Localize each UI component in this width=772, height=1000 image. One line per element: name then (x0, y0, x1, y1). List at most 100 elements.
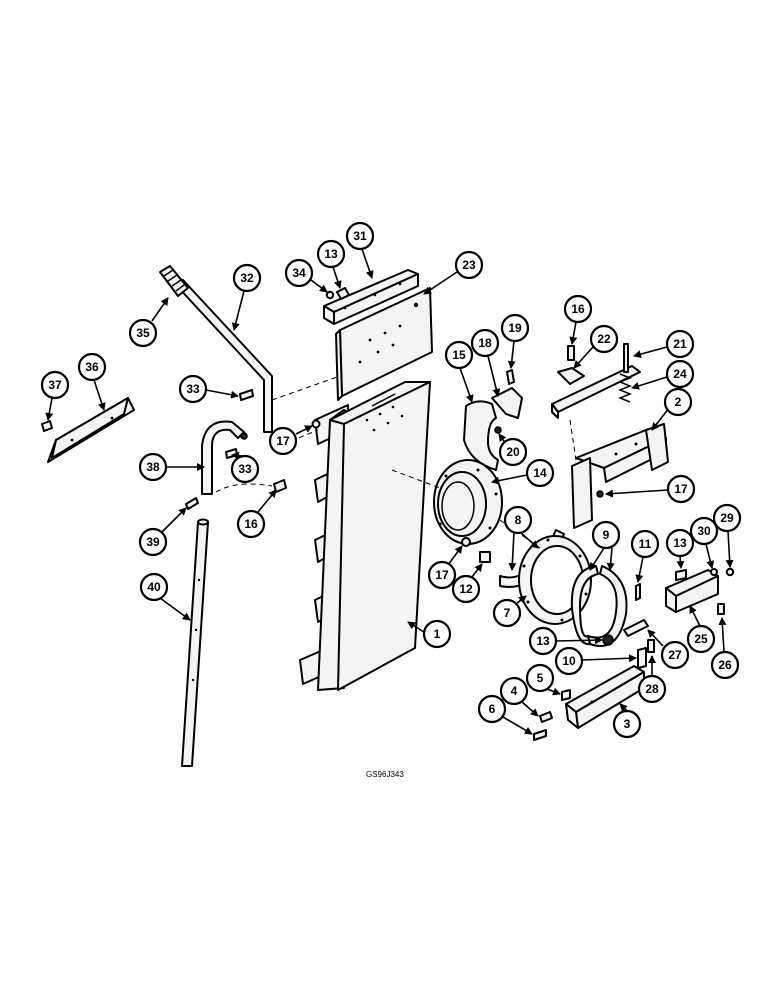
part-flange-ring (518, 535, 592, 625)
callout-40: 40 (139, 572, 191, 621)
callout-17: 17 (605, 474, 696, 504)
part-pin-10 (637, 647, 647, 669)
svg-text:13: 13 (324, 247, 338, 261)
svg-text:20: 20 (506, 445, 520, 459)
svg-text:22: 22 (597, 332, 611, 346)
part-bolt-33a (239, 389, 254, 401)
part-screw-4 (539, 711, 553, 723)
callout-35: 35 (128, 297, 169, 348)
callout-12: 12 (451, 563, 483, 604)
svg-text:4: 4 (511, 684, 518, 698)
callout-31: 31 (345, 221, 375, 279)
callout-20: 20 (498, 433, 528, 467)
part-screw-16b (567, 345, 575, 361)
part-bolt-12 (479, 551, 491, 563)
svg-text:25: 25 (694, 632, 708, 646)
part-nut-34 (325, 290, 335, 300)
svg-text:13: 13 (536, 634, 550, 648)
svg-text:33: 33 (238, 462, 252, 476)
svg-text:17: 17 (276, 434, 290, 448)
part-bracket-2 (571, 423, 669, 529)
part-clip-22 (557, 367, 585, 385)
part-nut-17b (596, 490, 604, 498)
svg-text:6: 6 (489, 702, 496, 716)
callout-6: 6 (477, 694, 533, 735)
part-nut-13b (675, 569, 687, 581)
svg-text:34: 34 (292, 266, 306, 280)
part-bolt-33b (225, 448, 238, 459)
svg-text:30: 30 (697, 524, 711, 538)
callout-34: 34 (284, 258, 328, 293)
callout-1: 1 (407, 619, 452, 649)
callout-26: 26 (710, 617, 740, 680)
callout-22: 22 (573, 324, 619, 369)
callout-28: 28 (637, 655, 667, 704)
part-nut-17a (311, 419, 321, 429)
callout-25: 25 (686, 605, 716, 654)
svg-text:37: 37 (48, 378, 62, 392)
part-split-ring (570, 565, 628, 647)
part-grip (159, 265, 189, 297)
svg-text:14: 14 (533, 466, 547, 480)
part-long-rod (181, 518, 209, 767)
part-bracket-25 (665, 569, 719, 613)
svg-text:35: 35 (136, 326, 150, 340)
part-lever-handle (175, 279, 273, 433)
svg-text:7: 7 (504, 606, 511, 620)
svg-text:31: 31 (353, 229, 367, 243)
part-screw-19 (506, 369, 515, 385)
svg-text:23: 23 (462, 258, 476, 272)
part-nut-20 (494, 426, 502, 434)
svg-text:18: 18 (478, 336, 492, 350)
part-upper-rail (323, 269, 419, 325)
part-lower-bar (565, 665, 645, 729)
part-rail-21 (551, 343, 641, 419)
svg-text:17: 17 (674, 482, 688, 496)
part-nut-13c (602, 634, 614, 646)
callout-17: 17 (427, 545, 463, 590)
callout-15: 15 (444, 340, 474, 403)
callout-11: 11 (630, 529, 660, 583)
svg-text:2: 2 (675, 395, 682, 409)
svg-text:13: 13 (673, 536, 687, 550)
callout-16: 16 (236, 489, 277, 539)
svg-text:11: 11 (639, 537, 652, 551)
svg-text:19: 19 (508, 321, 522, 335)
callout-33: 33 (178, 374, 239, 404)
callout-9: 9 (589, 520, 621, 571)
callout-19: 19 (500, 313, 530, 369)
callout-33: 33 (230, 451, 260, 484)
svg-text:36: 36 (85, 360, 99, 374)
callout-3: 3 (612, 703, 642, 739)
part-bolt-28 (647, 639, 655, 653)
svg-text:21: 21 (673, 337, 687, 351)
callout-13: 13 (528, 626, 603, 656)
svg-text:39: 39 (146, 535, 160, 549)
svg-text:5: 5 (537, 671, 544, 685)
callout-14: 14 (491, 458, 555, 488)
svg-text:1: 1 (434, 627, 441, 641)
part-main-panel (299, 381, 431, 691)
part-nut-30 (710, 568, 718, 576)
part-screw-26 (717, 603, 725, 615)
part-upper-plate (335, 287, 433, 401)
part-nut-17c (461, 537, 471, 547)
callout-23: 23 (423, 250, 484, 295)
callout-21: 21 (633, 329, 695, 359)
callout-18: 18 (470, 328, 501, 397)
part-spring-24 (617, 373, 633, 403)
callout-38: 38 (138, 452, 205, 482)
part-nut-29 (725, 567, 735, 577)
svg-text:40: 40 (147, 580, 161, 594)
svg-text:16: 16 (571, 302, 585, 316)
part-link-27 (623, 619, 649, 637)
svg-text:32: 32 (240, 271, 254, 285)
svg-text:12: 12 (459, 582, 473, 596)
svg-text:8: 8 (515, 513, 522, 527)
callout-13: 13 (665, 528, 695, 569)
callout-17: 17 (268, 425, 313, 456)
svg-text:24: 24 (673, 367, 687, 381)
svg-text:38: 38 (146, 460, 160, 474)
part-screw-5 (561, 689, 571, 701)
callouts-layer: 31 13 34 23 32 35 36 37 (40, 221, 742, 739)
